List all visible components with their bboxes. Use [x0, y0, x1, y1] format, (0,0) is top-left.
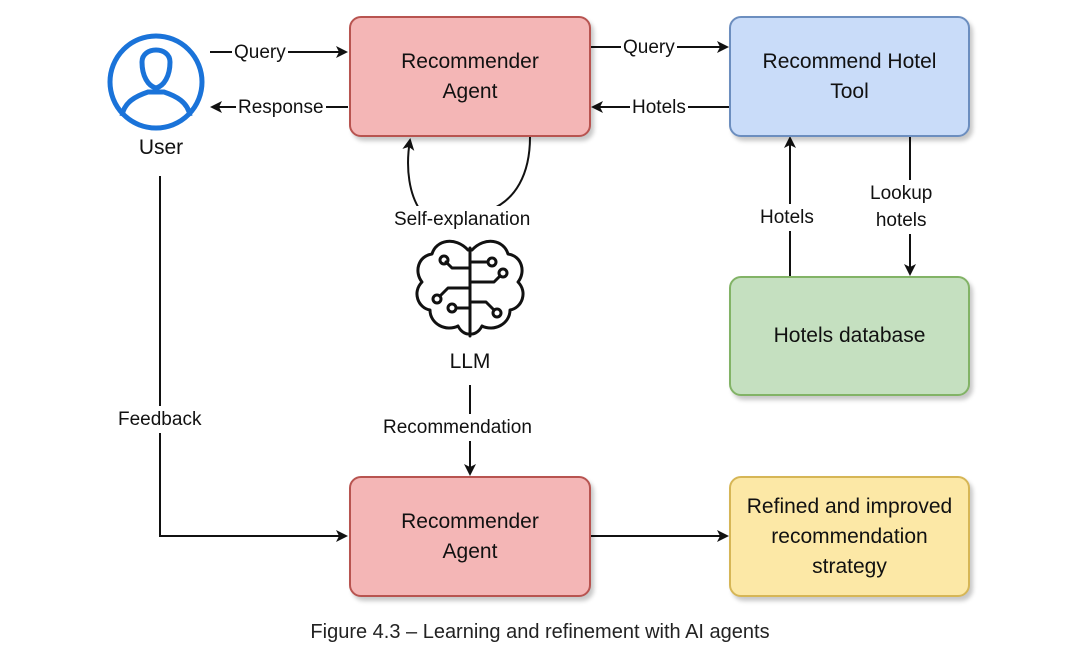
recommender-agent-bottom: Recommender Agent — [349, 476, 591, 597]
label-hotels-back: Hotels — [630, 94, 688, 121]
user-icon — [107, 33, 205, 131]
recommender-agent-top: Recommender Agent — [349, 16, 591, 137]
label-lookup: Lookup hotels — [868, 180, 935, 234]
llm-label: LLM — [449, 350, 491, 373]
hotels-database: Hotels database — [729, 276, 970, 396]
label-recommendation: Recommendation — [381, 414, 534, 441]
label-user-query: Query — [232, 39, 288, 66]
label-hotels-up: Hotels — [758, 204, 816, 231]
user-label: User — [138, 136, 184, 159]
figure-caption: Figure 4.3 – Learning and refinement wit… — [310, 621, 770, 643]
label-feedback: Feedback — [116, 406, 204, 433]
label-agent-query: Query — [621, 34, 677, 61]
label-self-explanation: Self-explanation — [392, 206, 533, 233]
edge-self-explanation — [408, 137, 531, 211]
refined-strategy: Refined and improved recommendation stra… — [729, 476, 970, 597]
brain-circuit-icon — [415, 239, 525, 338]
label-response: Response — [236, 94, 326, 121]
edge-feedback — [159, 176, 348, 542]
recommend-hotel-tool: Recommend Hotel Tool — [729, 16, 970, 137]
